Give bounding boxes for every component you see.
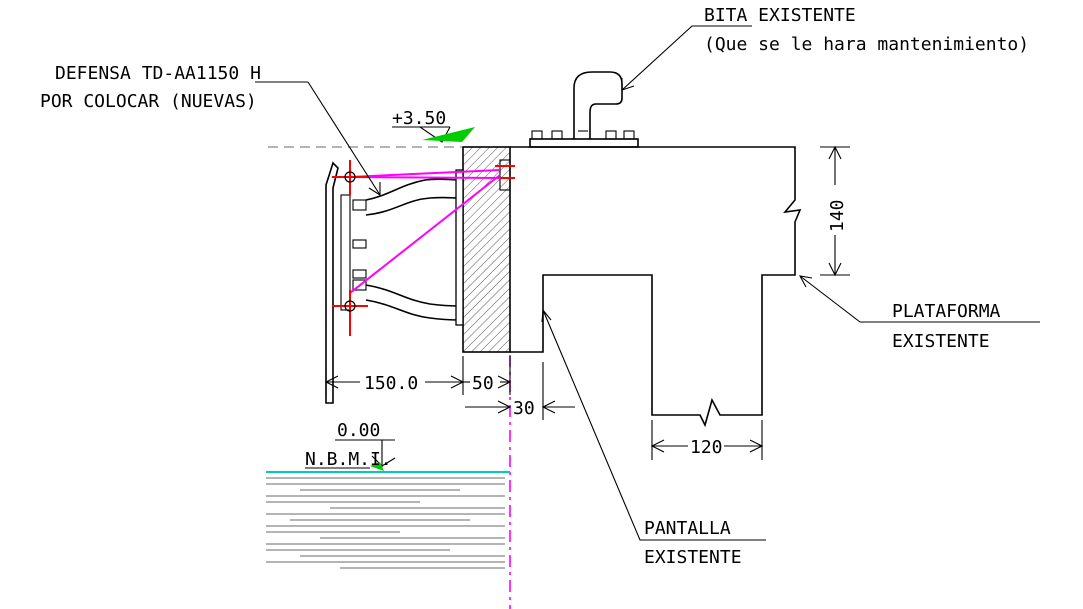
water-level-marker: 0.00 N.B.M.I. <box>305 420 396 471</box>
leader-plataforma: PLATAFORMA EXISTENTE <box>798 275 1040 352</box>
dim-wall-width: 50 <box>463 356 512 395</box>
water-level-text: 0.00 <box>337 420 380 441</box>
platform-outline <box>510 146 802 428</box>
label-defensa-2: POR COLOCAR (NUEVAS) <box>40 91 257 112</box>
dim-beam-width-text: 120 <box>690 437 723 458</box>
dim-platform-height: 140 <box>820 145 850 277</box>
top-level-text: +3.50 <box>392 108 446 129</box>
fender-board <box>325 161 367 404</box>
existing-wall-hatched <box>462 146 511 353</box>
leader-defensa: DEFENSA TD-AA1150 H POR COLOCAR (NUEVAS) <box>40 63 381 197</box>
label-pantalla-1: PANTALLA <box>644 518 731 539</box>
dim-offset-text: 30 <box>513 398 535 419</box>
dim-platform-height-text: 140 <box>827 199 848 232</box>
water-level-name: N.B.M.I. <box>305 449 392 470</box>
dim-offset: 30 <box>465 362 575 420</box>
label-defensa-1: DEFENSA TD-AA1150 H <box>55 63 261 84</box>
water-body <box>266 477 505 569</box>
fender-back-plate <box>455 169 464 326</box>
fender-bolts <box>332 160 368 336</box>
top-level-marker: +3.50 <box>392 108 475 143</box>
label-bita-2: (Que se le hara mantenimiento) <box>704 34 1029 55</box>
label-bita-1: BITA EXISTENTE <box>704 5 856 26</box>
label-plataforma-1: PLATAFORMA <box>892 301 1001 322</box>
dim-wall-width-text: 50 <box>472 373 494 394</box>
leader-pantalla: PANTALLA EXISTENTE <box>541 308 766 568</box>
fender-chains <box>349 169 501 294</box>
fender-rubber-elements <box>365 178 461 321</box>
label-plataforma-2: EXISTENTE <box>892 331 990 352</box>
dim-beam-width: 120 <box>650 420 764 460</box>
leader-bita: BITA EXISTENTE (Que se le hara mantenimi… <box>621 5 1029 91</box>
bollard-bita <box>529 71 639 148</box>
dim-fender-width: 150.0 <box>324 356 465 395</box>
dim-fender-width-text: 150.0 <box>364 373 418 394</box>
label-pantalla-2: EXISTENTE <box>644 547 742 568</box>
